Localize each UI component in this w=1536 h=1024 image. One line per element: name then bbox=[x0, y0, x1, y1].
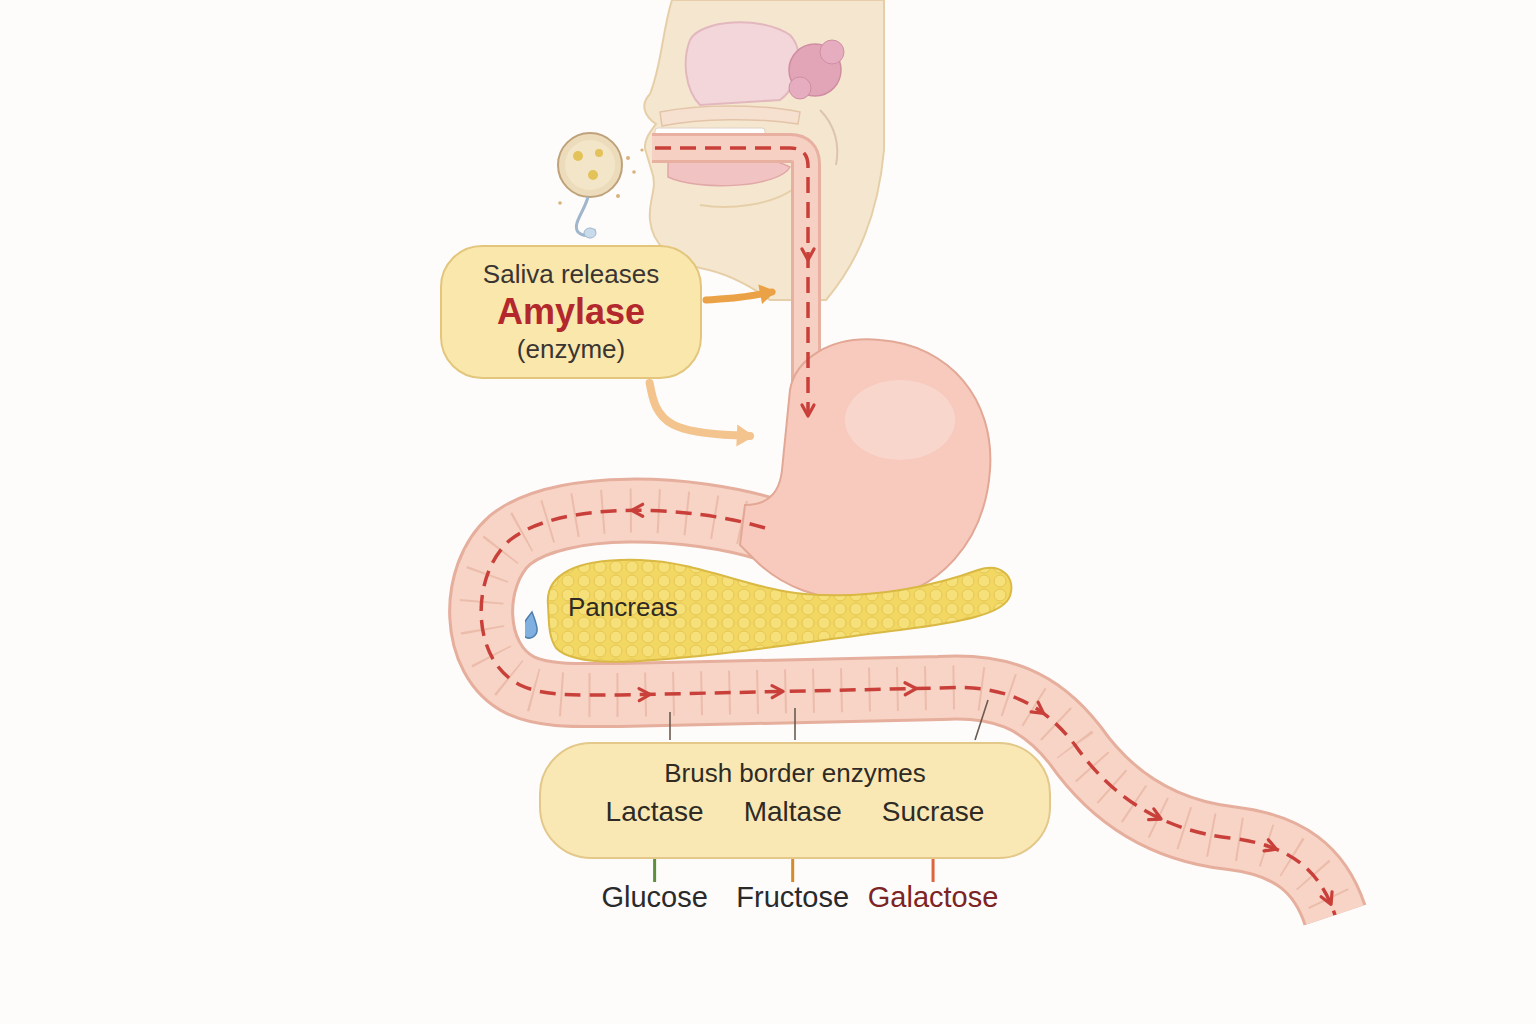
arrow-head bbox=[736, 424, 755, 447]
enzyme-callout-box: Saliva releasesAmylase(enzyme) bbox=[440, 245, 702, 379]
food-dot bbox=[573, 151, 583, 161]
box-text: Lactase bbox=[606, 795, 704, 829]
box-text: Amylase bbox=[497, 290, 645, 333]
box-heading: Saliva releases bbox=[483, 259, 659, 290]
pancreas-shape bbox=[548, 560, 1012, 662]
box-text: (enzyme) bbox=[517, 334, 625, 365]
jaw-line bbox=[700, 190, 792, 207]
crumb bbox=[632, 170, 636, 174]
flow-arrowhead bbox=[1149, 809, 1164, 825]
pancreas-organ: Pancreas bbox=[525, 540, 1020, 675]
stomach-highlight bbox=[845, 380, 955, 460]
crumb bbox=[616, 194, 620, 198]
flow-arrowhead bbox=[1031, 702, 1047, 718]
food-bite bbox=[558, 133, 622, 197]
organ-label: Pancreas bbox=[568, 592, 678, 623]
flow-arrowhead bbox=[802, 405, 814, 416]
leader-line bbox=[669, 712, 671, 740]
crumb bbox=[640, 148, 643, 151]
food-inner bbox=[565, 140, 615, 190]
crumb bbox=[558, 201, 562, 205]
leader-line bbox=[975, 700, 988, 740]
box-heading: Brush border enzymes bbox=[664, 758, 926, 789]
crumb bbox=[626, 156, 630, 160]
flow-arrowhead bbox=[802, 249, 814, 260]
flow-arrowhead bbox=[1264, 840, 1279, 855]
stomach bbox=[740, 339, 990, 600]
food-path bbox=[481, 510, 1335, 915]
food-dot bbox=[595, 149, 603, 157]
text-row: Brush border enzymes bbox=[664, 758, 926, 789]
throat-line bbox=[820, 110, 837, 165]
brush-border-box: Brush border enzymesLactase Maltase Sucras… bbox=[539, 742, 1051, 859]
stomach-shape bbox=[740, 339, 990, 600]
food-dot bbox=[588, 170, 598, 180]
gland-lobe bbox=[820, 40, 844, 64]
brush-leaders bbox=[670, 700, 988, 740]
box-text: Maltase bbox=[744, 795, 842, 829]
text-row: Saliva releases bbox=[483, 259, 659, 290]
callout-arrow bbox=[650, 383, 750, 436]
leader-line bbox=[794, 708, 796, 740]
text-row: (enzyme) bbox=[517, 334, 625, 365]
arrow-head bbox=[758, 281, 777, 304]
flow-arrowhead bbox=[639, 688, 650, 700]
nasal-cavity bbox=[686, 22, 799, 105]
sugar-label: Galactose bbox=[868, 880, 999, 915]
saliva-drop bbox=[584, 228, 596, 238]
flow-arrowhead bbox=[1321, 892, 1336, 907]
text-row: Lactase Maltase Sucrase bbox=[606, 795, 985, 829]
flow-arrowhead bbox=[905, 683, 916, 695]
flow-arrowhead bbox=[772, 685, 783, 697]
flow-arrowhead bbox=[632, 504, 643, 516]
sugar-label: Fructose bbox=[736, 880, 849, 915]
palate bbox=[660, 106, 800, 126]
box-text: Sucrase bbox=[882, 795, 985, 829]
food-group bbox=[558, 133, 644, 238]
sugar-label: Glucose bbox=[601, 880, 707, 915]
secretion-drop bbox=[525, 612, 537, 638]
gland-lobe bbox=[789, 77, 811, 99]
text-row: Amylase bbox=[497, 290, 645, 333]
